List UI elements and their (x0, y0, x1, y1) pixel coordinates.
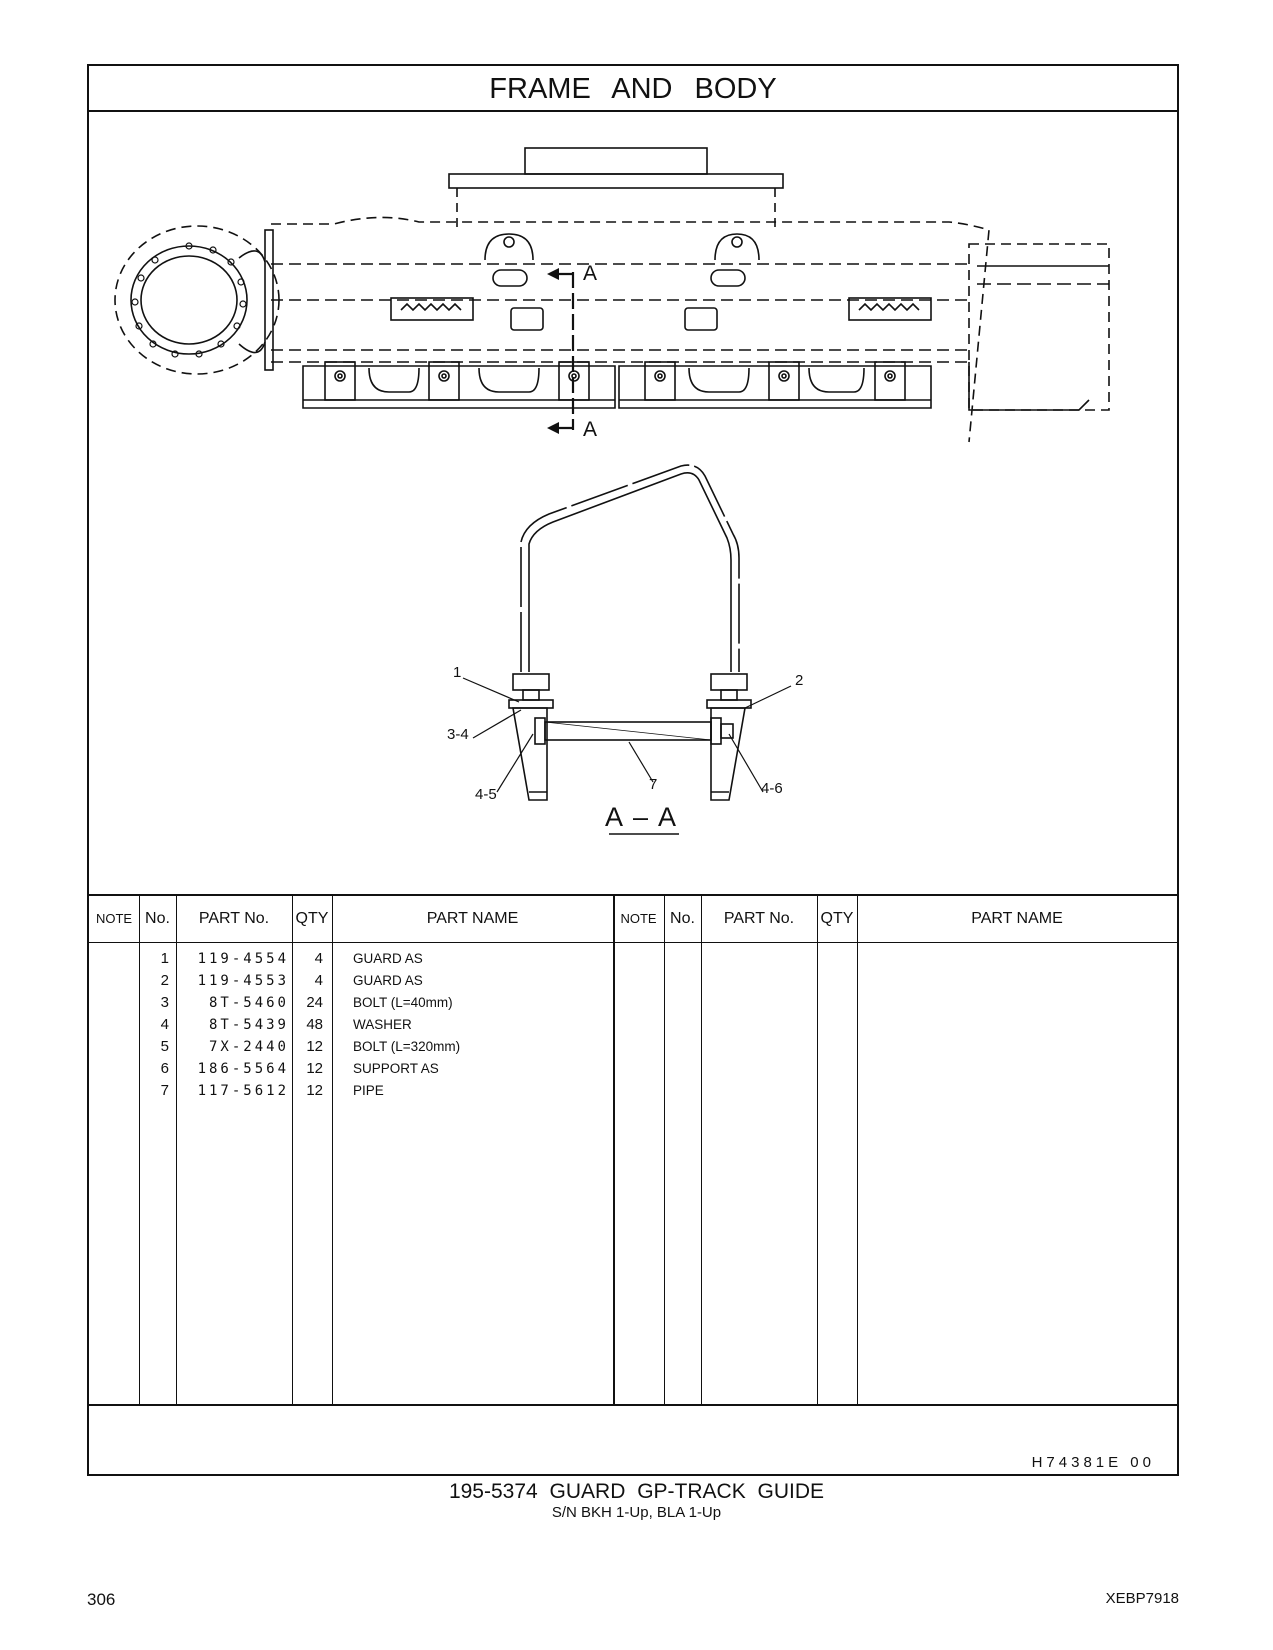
table-row: 6 186-5564 12 SUPPORT AS (160, 1060, 439, 1077)
column-divider-center (613, 896, 615, 1404)
section-guard-outline (520, 464, 740, 672)
frame-slot (492, 269, 528, 287)
header-part-name: PART NAME (426, 910, 519, 927)
section-title: FRAME AND BODY (89, 66, 1177, 112)
column-divider (817, 896, 818, 1404)
bolt-head-right (710, 673, 748, 691)
reference-code: H74381E 00 (1031, 1454, 1155, 1471)
header-qty-right: QTY (820, 910, 854, 927)
callout-3-4: 3-4 (447, 726, 469, 743)
drawing-reference-area: H74381E 00 (89, 1404, 1177, 1474)
document-id: XEBP7918 (1105, 1590, 1179, 1607)
section-bracket-left (512, 707, 548, 801)
track-frame-illustration (114, 147, 1110, 835)
callout-4-6: 4-6 (761, 780, 783, 797)
table-row: 2 119-4553 4 GUARD AS (160, 972, 423, 989)
table-row: 5 7X-2440 12 BOLT (L=320mm) (160, 1038, 461, 1055)
header-note: NOTE (95, 911, 133, 926)
table-row: 3 8T-5460 24 BOLT (L=40mm) (160, 994, 453, 1011)
column-divider (857, 896, 858, 1404)
column-divider (176, 896, 177, 1404)
idler-hub (130, 245, 248, 355)
header-part-no: PART No. (198, 910, 270, 927)
track-guard-left (302, 365, 616, 409)
section-marker-top: A (583, 262, 598, 285)
parts-list-table: NOTE No. PART No. QTY PART NAME NOTE No.… (89, 894, 1177, 1404)
idler-outer (114, 225, 280, 375)
table-header-divider (89, 942, 1177, 943)
parts-page-frame: FRAME AND BODY (87, 64, 1179, 1476)
header-note-right: NOTE (620, 911, 657, 926)
header-qty: QTY (295, 910, 329, 927)
section-bracket-right (710, 707, 746, 801)
callout-1: 1 (453, 664, 462, 681)
callout-2: 2 (795, 672, 804, 689)
bolt-head-left (512, 673, 550, 691)
exploded-view-drawing: A A 1 2 3-4 4-5 7 4-6 A – A (89, 112, 1177, 894)
table-row: 7 117-5612 12 PIPE (160, 1082, 384, 1099)
top-plate-base (448, 173, 784, 189)
group-title: 195-5374 GUARD GP-TRACK GUIDE (448, 1480, 825, 1503)
group-serial-numbers: S/N BKH 1-Up, BLA 1-Up (551, 1504, 722, 1521)
column-divider (332, 896, 333, 1404)
callout-4-5: 4-5 (475, 786, 497, 803)
callout-7: 7 (649, 776, 658, 793)
column-divider (139, 896, 140, 1404)
page-number: 306 (87, 1590, 116, 1609)
header-no-right: No. (670, 910, 695, 927)
track-guard-right (618, 365, 932, 409)
frame-extension (968, 243, 1110, 411)
column-divider (292, 896, 293, 1404)
header-part-name-right: PART NAME (971, 910, 1063, 927)
section-marker-bottom: A (583, 418, 598, 441)
header-no: No. (145, 910, 170, 927)
header-part-no-right: PART No. (723, 910, 795, 927)
column-divider (664, 896, 665, 1404)
table-row: 4 8T-5439 48 WASHER (160, 1016, 412, 1033)
frame-slot (710, 269, 746, 287)
frame-end-plate (264, 229, 274, 371)
top-plate (524, 147, 708, 175)
column-divider (701, 896, 702, 1404)
section-view-label: A – A (605, 802, 679, 832)
table-row: 1 119-4554 4 GUARD AS (160, 950, 423, 967)
